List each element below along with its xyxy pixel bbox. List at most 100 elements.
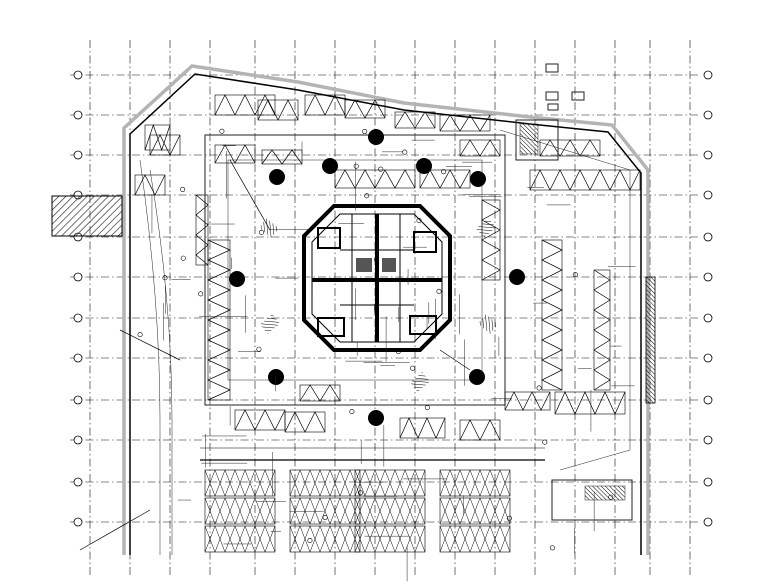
small-marker (441, 169, 447, 175)
stall-line (499, 469, 511, 497)
stall-line (499, 497, 511, 525)
axis-bubble-right (703, 70, 713, 80)
small-marker (374, 257, 380, 263)
stall-frame (481, 199, 501, 281)
stall-line (214, 525, 226, 553)
axis-bubble-left (73, 395, 83, 405)
axis-bubbles (73, 70, 713, 527)
leader-line (119, 329, 181, 361)
stall-line (234, 469, 246, 497)
building-boundary (122, 64, 650, 555)
small-marker (410, 365, 416, 371)
stall-line (329, 525, 341, 553)
stall-line (459, 525, 471, 553)
small-marker (416, 217, 422, 223)
stall-frame (261, 149, 303, 165)
small-marker (506, 515, 512, 521)
column-dot (368, 410, 384, 426)
column-dot (469, 369, 485, 385)
stall-zigzag (149, 134, 181, 156)
annotation-lines (79, 128, 636, 582)
stall-block (439, 497, 511, 525)
stall-frame (554, 391, 626, 415)
small-marker (436, 288, 442, 294)
stall-zigzag (593, 269, 611, 391)
small-marker (395, 348, 401, 354)
stall-frame (399, 417, 446, 439)
small-marker (198, 291, 204, 297)
column-dot (229, 271, 245, 287)
stall-line (384, 469, 396, 497)
stall-zigzag (234, 409, 286, 431)
stall-zigzag (195, 194, 209, 266)
stall-frame (207, 239, 231, 401)
stall-line (374, 497, 386, 525)
leader-line (439, 349, 471, 371)
stall-line (449, 469, 461, 497)
stall-frame (214, 94, 276, 116)
stall-zigzag (459, 139, 501, 157)
stall-frame (195, 194, 209, 266)
stall-line (204, 525, 216, 553)
stall-line (404, 469, 416, 497)
stall-zigzag (541, 239, 563, 391)
stall-line (354, 469, 366, 497)
stall-block (439, 469, 511, 497)
stall-line (394, 497, 406, 525)
stall-zigzag (399, 417, 446, 439)
stall-block (354, 525, 426, 553)
stall-zigzag (214, 94, 276, 116)
small-marker (542, 439, 548, 445)
stall-zigzag (529, 169, 641, 191)
top-right-equipment (515, 63, 585, 161)
parking-stalls-bottom (200, 447, 545, 553)
stall-zigzag (261, 149, 303, 165)
stall-line (299, 469, 311, 497)
stall-block (354, 497, 426, 525)
stall-line (414, 469, 426, 497)
stall-line (339, 525, 351, 553)
stall-line (414, 525, 426, 553)
leader-line (229, 159, 271, 231)
stall-line (354, 525, 366, 553)
stall-line (404, 525, 416, 553)
stall-line (244, 497, 256, 525)
stall-block (204, 497, 276, 525)
small-marker (258, 229, 264, 235)
stall-zigzag (214, 144, 256, 164)
stall-line (264, 525, 276, 553)
small-marker (362, 129, 368, 135)
leader-line (79, 509, 151, 551)
stall-line (439, 469, 451, 497)
small-marker (180, 186, 186, 192)
stall-zigzag (334, 169, 416, 189)
small-marker (219, 128, 225, 134)
stall-frame (459, 419, 501, 441)
axis-bubble-right (703, 395, 713, 405)
stall-line (224, 469, 236, 497)
stall-line (329, 497, 341, 525)
axis-bubble-left (73, 477, 83, 487)
stall-line (489, 469, 501, 497)
axis-bubble-right (703, 232, 713, 242)
axis-bubble-left (73, 150, 83, 160)
stall-line (364, 469, 376, 497)
stall-block (204, 469, 276, 497)
axis-bubble-right (703, 353, 713, 363)
stall-line (449, 497, 461, 525)
parking-stalls-vertical (195, 194, 611, 401)
column-dot (368, 129, 384, 145)
small-marker (357, 490, 363, 496)
small-marker (162, 275, 168, 281)
column-dot (268, 369, 284, 385)
stall-frame (593, 269, 611, 391)
small-marker (322, 514, 328, 520)
axis-bubble-right (703, 110, 713, 120)
axis-bubble-right (703, 477, 713, 487)
column-dot (470, 171, 486, 187)
stall-zigzag (439, 114, 491, 132)
stall-frame (439, 114, 491, 132)
stall-line (319, 525, 331, 553)
stall-block (204, 525, 276, 553)
